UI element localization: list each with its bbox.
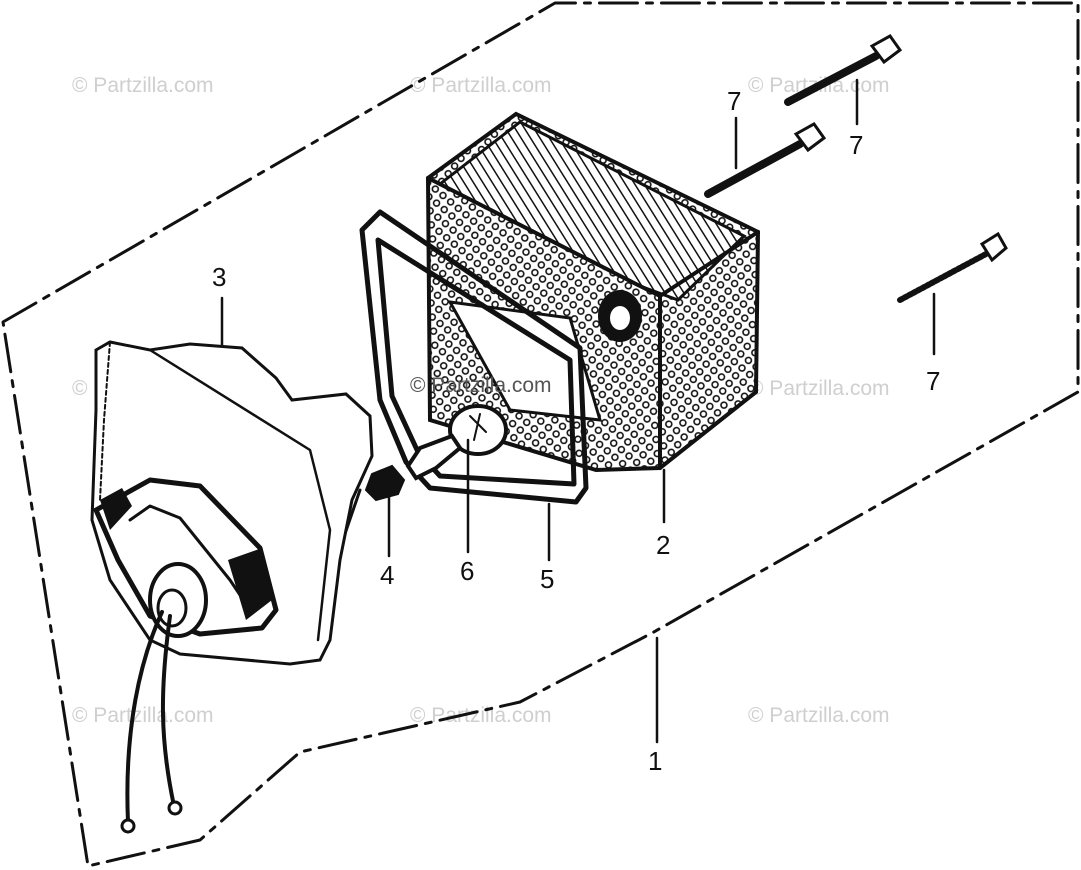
callout-7: 7	[849, 130, 863, 160]
callout-numbers: 1 2 3 4 5 6 7 7 7	[212, 86, 940, 776]
watermark: © Partzilla.com	[410, 74, 552, 97]
callout-7: 7	[926, 366, 940, 396]
bulb-part-6	[405, 404, 508, 481]
leader-lines	[220, 78, 936, 744]
callout-4: 4	[380, 560, 394, 590]
gasket-part-5	[359, 209, 589, 505]
wire-harness	[120, 610, 183, 834]
watermark: © Partzilla.com	[410, 704, 552, 727]
lens-part-2	[425, 111, 761, 473]
screw-right	[897, 231, 1008, 303]
callout-7: 7	[727, 86, 741, 116]
watermark: © Partzilla.com	[748, 377, 890, 400]
watermark: © Partzilla.com	[72, 74, 214, 97]
watermark: © Partzilla.com	[72, 704, 214, 727]
callout-2: 2	[656, 530, 670, 560]
callout-1: 1	[648, 746, 662, 776]
case-part-3	[90, 340, 374, 666]
callout-6: 6	[460, 556, 474, 586]
watermark: © Partzilla.com	[748, 704, 890, 727]
screw-top	[784, 34, 903, 106]
watermark: © Partzilla.com	[410, 374, 552, 397]
callout-3: 3	[212, 262, 226, 292]
screw-middle	[704, 122, 827, 198]
callout-5: 5	[540, 564, 554, 594]
